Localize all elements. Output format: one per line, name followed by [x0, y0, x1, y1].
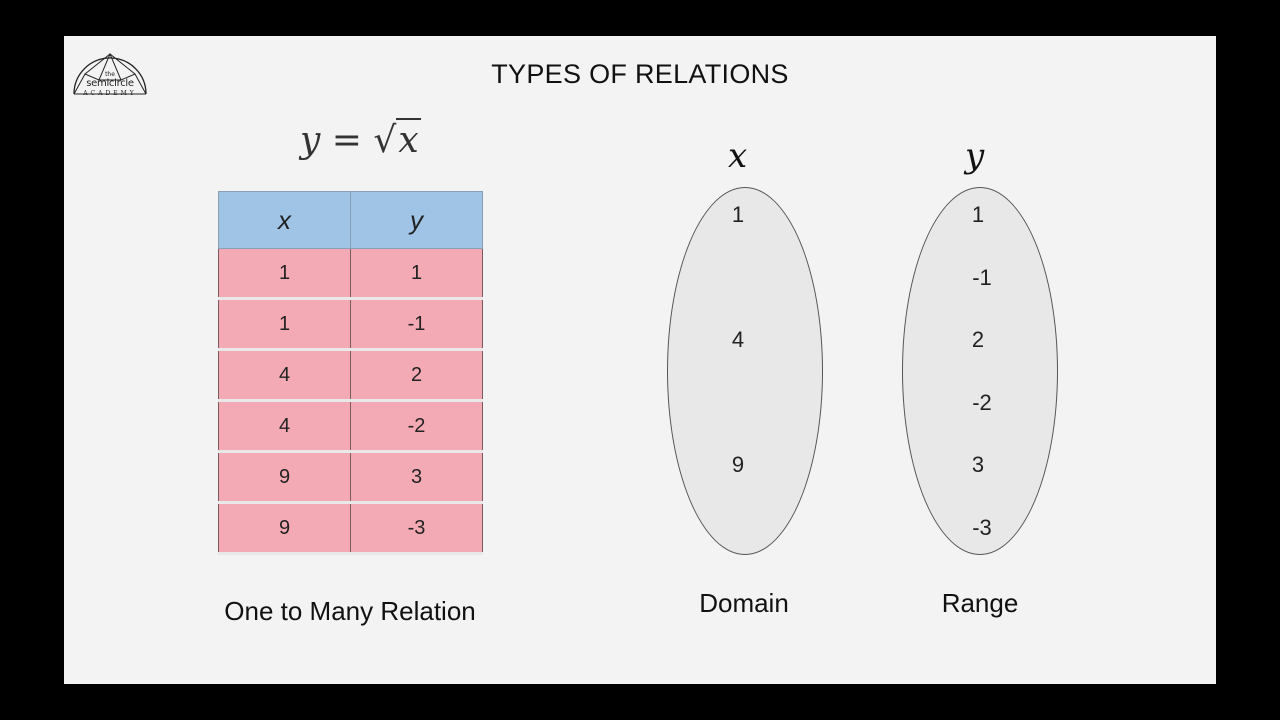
table-header-y: y — [350, 191, 483, 249]
domain-caption: Domain — [699, 588, 789, 618]
range-oval — [902, 187, 1058, 555]
domain-value: 9 — [731, 452, 745, 477]
range-value: 2 — [971, 327, 985, 352]
table-caption: One to Many Relation — [224, 596, 476, 626]
semicircle-dome-icon — [73, 52, 147, 95]
table-cell: 1 — [218, 298, 351, 351]
table-cell: -1 — [350, 298, 483, 351]
table-header-row: x y — [218, 191, 483, 249]
range-value: 3 — [971, 452, 985, 477]
radical-sign: √ — [373, 120, 397, 161]
range-value: -2 — [972, 390, 992, 415]
table-row: 1 -1 — [218, 298, 483, 351]
equation-lhs: y — [300, 120, 321, 161]
table-cell: 2 — [350, 349, 483, 402]
domain-oval — [667, 187, 823, 555]
table-cell: 3 — [350, 451, 483, 504]
table-cell: 1 — [350, 248, 483, 300]
table-cell: 4 — [218, 349, 351, 402]
table-row: 4 -2 — [218, 400, 483, 453]
range-value: 1 — [971, 202, 985, 227]
domain-value: 4 — [731, 327, 745, 352]
table-cell: -3 — [350, 502, 483, 555]
domain-label: x — [728, 136, 748, 176]
logo-text-the: the — [105, 71, 115, 78]
table-header-x: x — [218, 191, 351, 249]
table-cell: 9 — [218, 451, 351, 504]
table-cell: 9 — [218, 502, 351, 555]
table-row: 9 3 — [218, 451, 483, 504]
range-value: -3 — [972, 515, 992, 540]
table-row: 4 2 — [218, 349, 483, 402]
equation: y = √x — [300, 118, 421, 161]
table-cell: 1 — [218, 248, 351, 300]
table-row: 1 1 — [218, 248, 483, 300]
equation-equals: = — [331, 120, 362, 161]
slide-title: TYPES OF RELATIONS — [491, 59, 789, 89]
table-cell: -2 — [350, 400, 483, 453]
semicircle-academy-logo: the semicircle ACADEMY — [71, 50, 149, 100]
slide: the semicircle ACADEMY TYPES OF RELATION… — [64, 36, 1216, 684]
table-cell: 4 — [218, 400, 351, 453]
radicand: x — [396, 118, 421, 161]
logo-text-academy: ACADEMY — [83, 90, 137, 97]
domain-value: 1 — [731, 202, 745, 227]
relation-table: x y 1 1 1 -1 4 2 4 -2 9 3 9 -3 — [218, 191, 483, 555]
logo-text-name: semicircle — [86, 78, 134, 89]
range-label: y — [965, 136, 985, 176]
table-row: 9 -3 — [218, 502, 483, 555]
range-caption: Range — [941, 588, 1019, 618]
square-root: √x — [373, 118, 421, 161]
range-value: -1 — [972, 265, 992, 290]
